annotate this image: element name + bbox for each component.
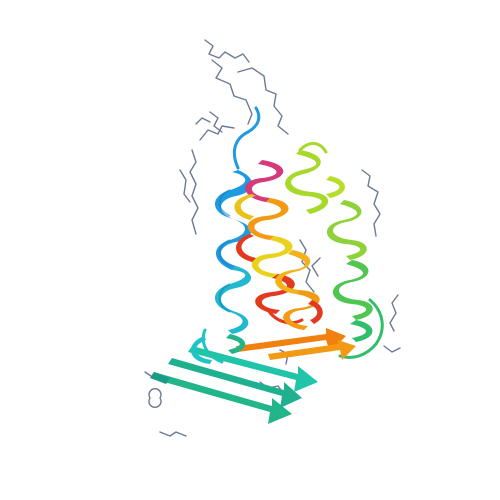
ligand-chain-left-3 [195,111,223,133]
ligand-chain-top [204,39,253,125]
ligand-chain-bottom-left [144,371,187,437]
beta-strand-1 [150,372,292,424]
ligand-chain-top-right [237,67,289,135]
helix-left-blue-cyan [215,170,253,334]
helix-right-lime-green [285,150,373,342]
beta-strand-orange [236,328,346,352]
helix-center-rainbow [234,160,295,314]
coil-right-green [338,298,384,359]
coil-bottom-cyan [201,328,224,364]
beta-strand-2 [168,358,302,408]
coil-top-lime [298,142,328,154]
ligand-chain-left-2 [179,125,235,203]
helix-center-right-orange [275,250,323,330]
ligand-chain-right-1 [361,169,381,237]
beta-strand-3 [188,346,318,392]
ligand-chain-right-2 [383,294,401,353]
ligand-chain-left-1 [189,149,199,235]
beta-sheet [150,328,356,424]
helix-bottom-teal [191,334,246,364]
coil-top-blue [232,106,261,170]
beta-strand-orange-2 [268,340,356,360]
